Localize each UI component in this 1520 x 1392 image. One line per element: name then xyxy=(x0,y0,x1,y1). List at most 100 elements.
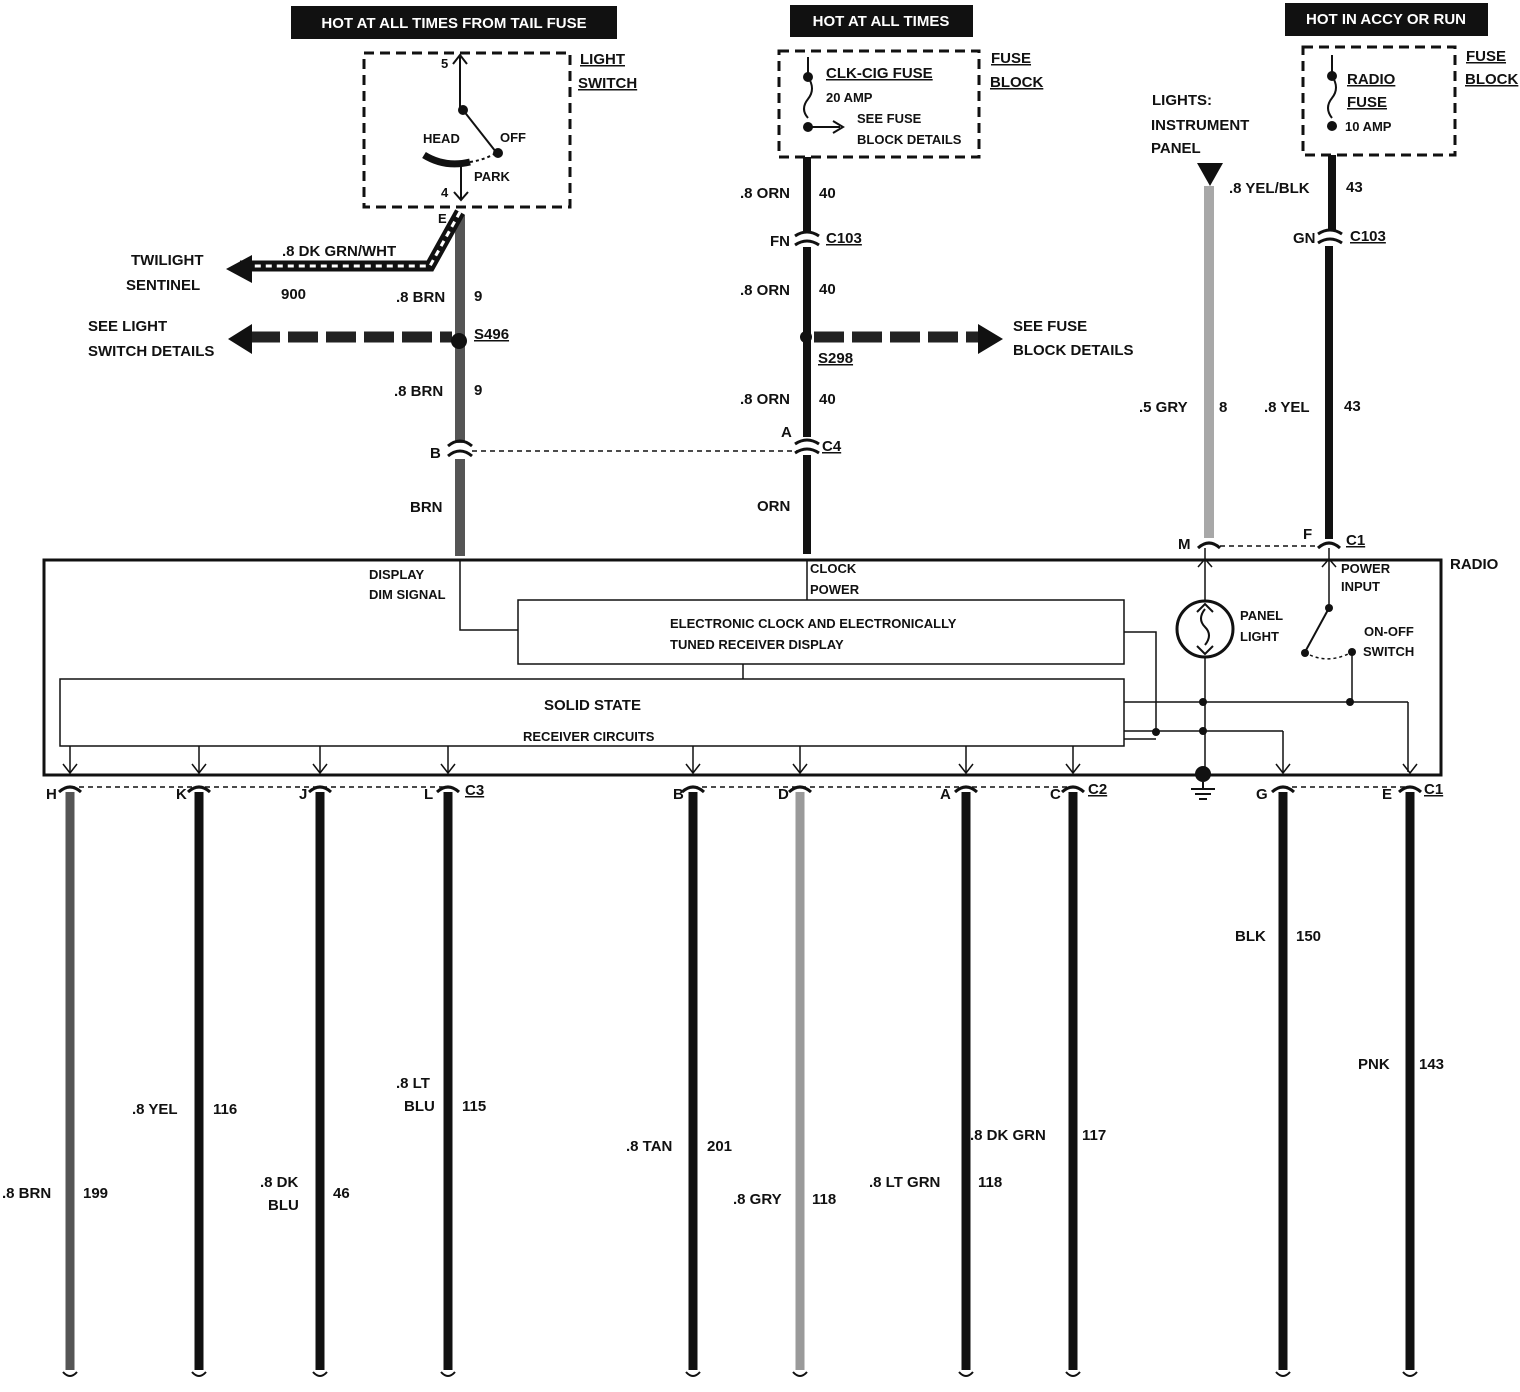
connector-f-c1 xyxy=(1316,541,1342,550)
radio-fuse-label-1: RADIO xyxy=(1347,71,1396,88)
twilight-label-1: TWILIGHT xyxy=(131,252,203,269)
on-off-label-1: ON-OFF xyxy=(1364,624,1414,639)
light-switch-mechanism xyxy=(422,53,503,202)
connector-b-c4 xyxy=(447,439,473,458)
wire-number-h: 199 xyxy=(83,1185,108,1202)
orn-num-1: 40 xyxy=(819,185,836,202)
pin-fn: FN xyxy=(770,233,790,250)
orn-label-2: .8 ORN xyxy=(740,282,790,299)
wire-label-e: PNK xyxy=(1358,1056,1390,1073)
pin-b-c4: B xyxy=(430,445,441,462)
pin-label-j: J xyxy=(299,786,307,803)
display-block-line-1: ELECTRONIC CLOCK AND ELECTRONICALLY xyxy=(670,616,957,631)
c103-label-mid: C103 xyxy=(826,230,862,247)
pin-f: F xyxy=(1303,526,1312,543)
power-input-label-1: POWER xyxy=(1341,561,1391,576)
gry-label: .5 GRY xyxy=(1139,399,1188,416)
wire-label-b: .8 TAN xyxy=(626,1138,672,1155)
splice-s298 xyxy=(800,331,812,343)
brn-num-1: 9 xyxy=(474,288,482,305)
panel-light-label-1: PANEL xyxy=(1240,608,1283,623)
connector-mark-a xyxy=(953,785,979,794)
wire-label2-l: BLU xyxy=(404,1098,435,1115)
display-dim-1: DISPLAY xyxy=(369,567,424,582)
display-dim-2: DIM SIGNAL xyxy=(369,587,446,602)
see-fuse-block-2: BLOCK DETAILS xyxy=(1013,342,1134,359)
c103-label-right: C103 xyxy=(1350,228,1386,245)
circuit-900: 900 xyxy=(281,286,306,303)
light-switch-title-2: SWITCH xyxy=(578,75,637,92)
orn-label-1: .8 ORN xyxy=(740,185,790,202)
fuse-block-left-title-1: FUSE xyxy=(991,50,1031,67)
internal-bus-lines xyxy=(1124,631,1409,772)
wire-number-e: 143 xyxy=(1419,1056,1444,1073)
pin-arrow-k xyxy=(191,763,207,775)
connector-m-c1 xyxy=(1196,541,1222,550)
connector-mark-h xyxy=(57,785,83,794)
wire-end-j xyxy=(312,1371,328,1377)
display-block-line-2: TUNED RECEIVER DISPLAY xyxy=(670,637,844,652)
see-light-switch-1: SEE LIGHT xyxy=(88,318,167,335)
connector-fn-c103 xyxy=(794,230,820,247)
pin-arrow-e xyxy=(1402,763,1418,775)
header-accy-bg xyxy=(1285,3,1488,36)
wire-end-l xyxy=(440,1371,456,1377)
connector-mark-b xyxy=(680,785,706,794)
solid-state-line-1: SOLID STATE xyxy=(544,697,641,714)
bus-node-1 xyxy=(1152,728,1160,736)
wire-label-c: .8 DK GRN xyxy=(970,1127,1046,1144)
header-tail-fuse-bg xyxy=(291,6,617,39)
wire-end-g xyxy=(1275,1371,1291,1377)
splice-s496 xyxy=(451,333,467,349)
connector-a-c4 xyxy=(794,438,820,455)
connector-mark-e xyxy=(1397,785,1423,794)
light-switch-pin-4: 4 xyxy=(441,185,449,200)
orn-label-4: ORN xyxy=(757,498,790,515)
wire-label-h: .8 BRN xyxy=(2,1185,51,1202)
pin-arrow-c xyxy=(1065,763,1081,775)
on-off-label-2: SWITCH xyxy=(1363,644,1414,659)
dim-signal-line xyxy=(459,560,518,631)
wire-label-l: .8 LT xyxy=(396,1075,430,1092)
header-accy-run: HOT IN ACCY OR RUN xyxy=(1306,11,1466,28)
pin-label-h: H xyxy=(46,786,57,803)
lights-label-2: INSTRUMENT xyxy=(1151,117,1249,134)
light-switch-off: OFF xyxy=(500,130,526,145)
wire-label-a: .8 LT GRN xyxy=(869,1174,940,1191)
pin-arrow-d xyxy=(792,763,808,775)
power-input-arrow xyxy=(1321,557,1337,568)
orn-num-3: 40 xyxy=(819,391,836,408)
wire-label-d: .8 GRY xyxy=(733,1191,782,1208)
connector-mark-c xyxy=(1060,785,1086,794)
on-off-contact xyxy=(1301,649,1309,657)
connector-mark-d xyxy=(787,785,813,794)
pin-arrow-j xyxy=(312,763,328,775)
fuse-block-left-box xyxy=(777,49,981,159)
ground-node xyxy=(1195,766,1211,782)
brn-num-2: 9 xyxy=(474,382,482,399)
fuse-block-right-title-2: BLOCK xyxy=(1465,71,1518,88)
light-switch-title-1: LIGHT xyxy=(580,51,625,68)
wire-label-j: .8 DK xyxy=(260,1174,299,1191)
pin-arrow-b xyxy=(685,763,701,775)
c3-label: C3 xyxy=(465,782,484,799)
ground-icon xyxy=(1191,782,1215,800)
light-switch-head: HEAD xyxy=(423,131,460,146)
header-hot-all-times: HOT AT ALL TIMES xyxy=(813,13,950,30)
bus-node-2 xyxy=(1199,727,1207,735)
wire-label2-j: BLU xyxy=(268,1197,299,1214)
brn-label-3: BRN xyxy=(410,499,443,516)
wire-number-a: 118 xyxy=(978,1174,1002,1191)
pin-label-l: L xyxy=(424,786,433,803)
solid-state-block xyxy=(59,678,1125,747)
clock-power-1: CLOCK xyxy=(810,561,857,576)
brn-label-2: .8 BRN xyxy=(394,383,443,400)
wire-end-d xyxy=(792,1371,808,1377)
connector-gn-c103 xyxy=(1317,228,1343,245)
pin-arrow-g xyxy=(1275,763,1291,775)
pin-arrow-l xyxy=(440,763,456,775)
light-switch-pin-5: 5 xyxy=(441,56,448,71)
wire-number-d: 118 xyxy=(812,1191,836,1208)
